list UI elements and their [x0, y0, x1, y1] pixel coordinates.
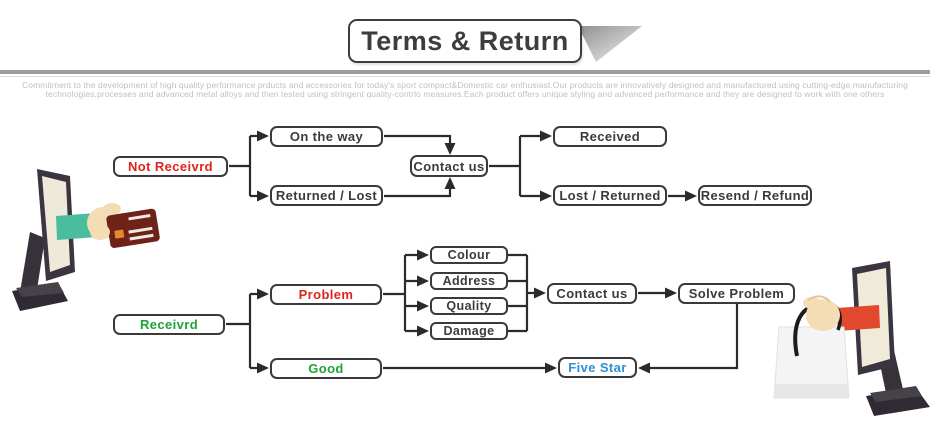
title-divider — [0, 70, 930, 74]
commitment-text-line1: Commitment to the development of high qu… — [22, 80, 908, 90]
flow-node-contact-us-bottom: Contact us — [547, 283, 637, 304]
arrowheads — [257, 130, 697, 374]
flow-node-reason-damage: Damage — [430, 322, 508, 340]
flow-node-returned-lost: Returned / Lost — [270, 185, 383, 206]
flow-node-received: Received — [553, 126, 667, 147]
page-title: Terms & Return — [348, 19, 582, 63]
flow-node-contact-us-top: Contact us — [410, 155, 488, 177]
commitment-text-line2: technologies,processes and advanced meta… — [45, 89, 885, 99]
title-ribbon-fold-icon — [578, 26, 642, 62]
flow-node-reason-quality: Quality — [430, 297, 508, 315]
flow-node-solve-problem: Solve Problem — [678, 283, 795, 304]
flow-node-received-ok: Receivrd — [113, 314, 225, 335]
flow-node-reason-address: Address — [430, 272, 508, 290]
title-divider-shadow — [0, 76, 930, 77]
monitor-shopping-bag-icon — [773, 261, 930, 416]
monitor-credit-card-icon — [12, 169, 160, 311]
flow-node-five-star: Five Star — [558, 357, 637, 378]
flow-node-not-received: Not Receivrd — [113, 156, 228, 177]
flowchart-connectors — [226, 130, 739, 374]
flow-node-resend-refund: Resend / Refund — [698, 185, 812, 206]
flow-node-lost-returned: Lost / Returned — [553, 185, 667, 206]
flow-node-on-the-way: On the way — [270, 126, 383, 147]
flow-node-good: Good — [270, 358, 382, 379]
flow-node-reason-colour: Colour — [430, 246, 508, 264]
flow-node-problem: Problem — [270, 284, 382, 305]
